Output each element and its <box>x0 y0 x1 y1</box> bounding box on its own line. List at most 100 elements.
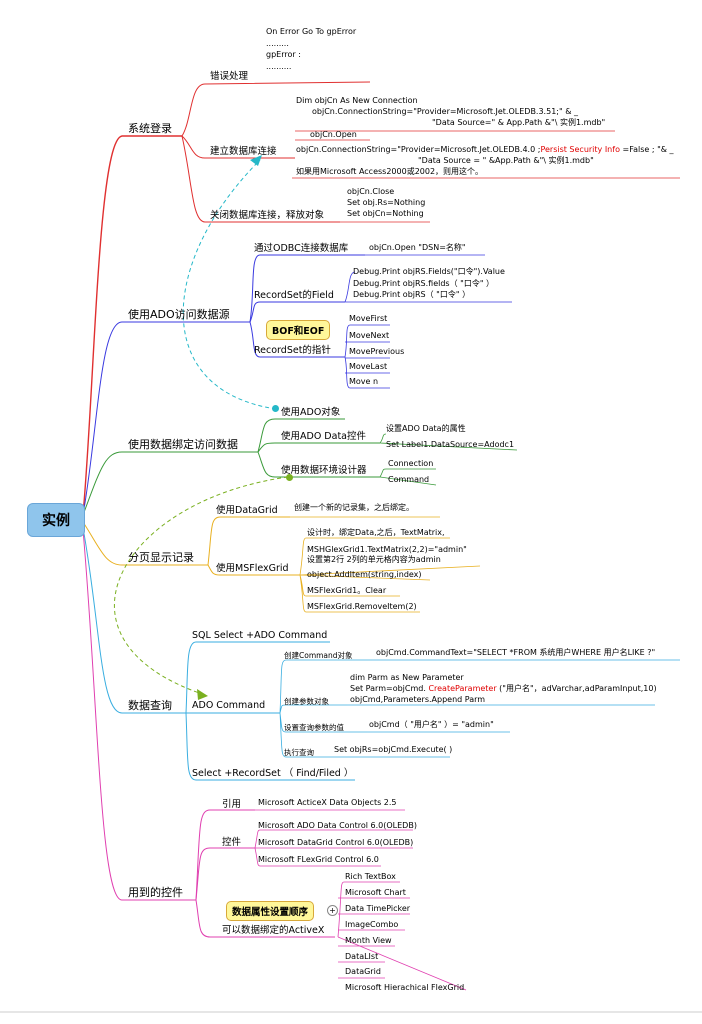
connect-code-4: objCn.ConnectionString="Provider=Microso… <box>296 145 674 154</box>
login-sub-error <box>181 81 371 137</box>
bindable-item-6: DataLIst <box>345 952 379 961</box>
field-code-1: Debug.Print objRS.Fields("口令").Value <box>353 267 505 276</box>
node-controls: 用到的控件 <box>128 886 183 899</box>
msflex-item-4: object.AddItem(string,index) <box>307 570 422 579</box>
node-paging: 分页显示记录 <box>128 551 194 564</box>
branch-line-binding <box>82 451 258 516</box>
node-close: 关闭数据库连接，释放对象 <box>210 210 325 221</box>
field-code-bracket <box>344 271 512 303</box>
env-items-bracket <box>379 468 437 486</box>
relation-arrow-teal <box>182 159 277 410</box>
ado-control-item-1: 设置ADO Data的属性 <box>386 424 466 433</box>
node-exec: 执行查询 <box>284 748 314 757</box>
error-code-3: gpError : <box>266 50 301 59</box>
ado-sub-odbc <box>249 254 365 323</box>
connect-code-2: objCn.ConnectionString="Provider=Microso… <box>312 107 578 116</box>
bindable-item-7: DataGrid <box>345 967 381 976</box>
bindable-item-3: Data TimePicker <box>345 904 411 913</box>
node-create-cmd: 创建Command对象 <box>284 651 353 660</box>
ctrl-item-2: Microsoft DataGrid Control 6.0(OLEDB) <box>258 838 414 847</box>
controls-sub-ref <box>195 809 255 901</box>
node-ref: 引用 <box>222 799 242 810</box>
close-code-2: Set obj.Rs=Nothing <box>347 198 426 207</box>
node-create-param: 创建参数对象 <box>284 697 329 706</box>
node-pointer: RecordSet的指针 <box>254 345 331 356</box>
param-code-2: Set Parm=objCmd. CreateParameter ("用户名"，… <box>350 684 657 693</box>
env-connection: Connection <box>388 459 434 468</box>
node-connect: 建立数据库连接 <box>210 146 277 157</box>
bindable-item-5: Month View <box>345 936 392 945</box>
node-login: 系统登录 <box>128 122 172 135</box>
msflex-item-5: MSFlexGrid1。Clear <box>307 586 387 595</box>
field-code-3: Debug.Print objRS（ "口令" ） <box>353 290 471 299</box>
bindable-item-4: ImageCombo <box>345 920 399 929</box>
node-error-handling: 错误处理 <box>210 71 249 82</box>
msflex-item-1: 设计时，绑定Data,之后，TextMatrix, <box>307 528 445 537</box>
param-code-1: dim Parm as New Parameter <box>350 673 464 682</box>
create-cmd-code: objCmd.CommandText="SELECT *FROM 系统用户WHE… <box>376 648 656 657</box>
node-ctrl: 控件 <box>222 837 242 848</box>
ado-control-item-2: Set Label1.DataSource=Adodc1 <box>386 440 515 449</box>
branch-line-query <box>82 527 186 714</box>
ado-cmd-children <box>279 659 372 758</box>
param-code-3: objCmd,Parameters.Append Parm <box>350 695 486 704</box>
msflex-item-3: 设置第2行 2列的单元格内容为admin <box>307 555 441 564</box>
move-next: MoveNext <box>349 331 390 340</box>
node-datagrid: 使用DataGrid <box>216 505 278 516</box>
node-ado-command: ADO Command <box>192 700 266 711</box>
root-node: 实例 <box>27 503 85 537</box>
moves-bracket <box>344 324 390 389</box>
datagrid-note: 创建一个新的记录集，之后绑定。 <box>294 503 414 512</box>
connect-code-1: Dim objCn As New Connection <box>296 96 418 105</box>
ctrl-item-1: Microsoft ADO Data Control 6.0(OLEDB) <box>258 821 417 830</box>
callout-data-property-order: 数据属性设置顺序 <box>226 901 315 921</box>
binding-sub-object <box>257 418 345 453</box>
close-code-3: Set objCn=Nothing <box>347 209 424 218</box>
node-binding: 使用数据绑定访问数据 <box>128 438 238 451</box>
move-n: Move n <box>349 377 379 386</box>
control-items-bracket <box>379 433 518 451</box>
branch-line-paging <box>82 521 208 566</box>
ado-sub-field <box>249 301 345 323</box>
relation-dot-teal <box>272 405 279 412</box>
error-code-2: ......... <box>266 39 289 48</box>
node-field: RecordSet的Field <box>254 290 334 301</box>
msflex-item-6: MSFlexGrid.RemoveItem(2) <box>307 602 417 611</box>
exec-code: Set objRs=objCmd.Execute( ) <box>334 745 453 754</box>
node-env: 使用数据环境设计器 <box>281 465 367 476</box>
set-param-code: objCmd（ "用户名" ）= "admin" <box>369 720 494 729</box>
node-msflexgrid: 使用MSFlexGrid <box>216 563 289 574</box>
connect-open: objCn.Open <box>310 130 357 139</box>
bindable-item-1: Rich TextBox <box>345 872 396 881</box>
move-previous: MovePrevious <box>349 347 405 356</box>
login-sub-close <box>181 135 340 223</box>
node-bindable: 可以数据绑定的ActiveX <box>222 925 325 936</box>
controls-sub-bind <box>195 899 335 938</box>
query-sub-sql <box>185 641 330 714</box>
ref-item: Microsoft ActiceX Data Objects 2.5 <box>258 798 397 807</box>
odbc-code: objCn.Open "DSN=名称" <box>369 243 466 252</box>
node-set-param: 设置查询参数的值 <box>284 723 344 732</box>
relation-dot-green <box>286 474 293 481</box>
node-ado: 使用ADO访问数据源 <box>128 308 230 321</box>
move-last: MoveLast <box>349 362 388 371</box>
paging-sub-msflex <box>207 564 300 576</box>
expand-toggle[interactable]: + <box>327 905 338 916</box>
relation-arrow-green <box>113 476 289 696</box>
node-odbc: 通过ODBC连接数据库 <box>254 243 349 254</box>
branch-line-controls <box>82 529 196 901</box>
msflex-item-2: MSHGlexGrid1.TextMatrix(2,2)="admin" <box>307 545 467 554</box>
controls-sub-ctrl <box>195 847 255 901</box>
bindable-item-2: Microsoft Chart <box>345 888 406 897</box>
error-code-1: On Error Go To gpError <box>266 27 357 36</box>
login-sub-connect <box>181 135 295 159</box>
ctrl-item-3: Microsoft FLexGrid Control 6.0 <box>258 855 379 864</box>
close-code-1: objCn.Close <box>347 187 395 196</box>
connect-code-5: "Data Source = " &App.Path &"\ 实例1.mdb" <box>418 156 594 165</box>
node-recordset: Select +RecordSet （ Find/Filed ） <box>192 768 354 779</box>
connect-code-3: "Data Source=" & App.Path &"\ 实例1.mdb" <box>432 118 606 127</box>
query-sub-recordset <box>185 712 355 781</box>
branch-line-ado <box>82 321 250 516</box>
